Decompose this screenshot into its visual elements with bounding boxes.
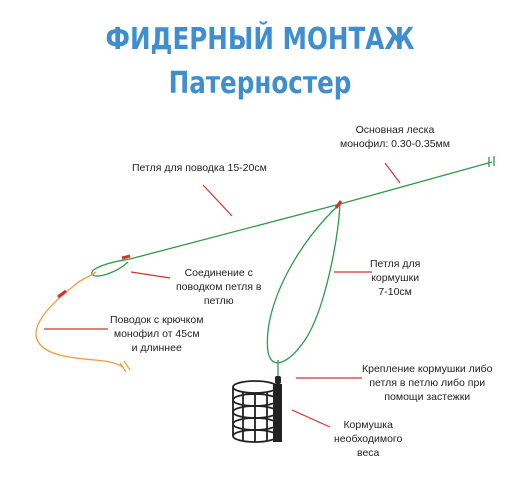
label-feeder-loop: Петля для кормушки 7-10см [370, 257, 420, 299]
label-connection-1: Соединение с [184, 267, 253, 279]
label-mount: Крепление кормушки либо петля в петлю ли… [362, 362, 493, 404]
label-feeder-loop-1: Петля для [370, 258, 421, 270]
pointer-leash-loop [202, 184, 233, 217]
label-connection: Соединение с поводком петля в петлю [176, 266, 261, 308]
label-hook-leash-3: и длиннее [131, 342, 182, 354]
label-feeder: Кормушка необходимого веса [334, 418, 402, 460]
knot-mark-main [334, 200, 343, 209]
label-connection-2: поводком петля в [176, 281, 262, 293]
pointer-main-line [384, 162, 401, 184]
label-mount-3: помощи застежки [384, 391, 471, 403]
leash-knot-mark [57, 289, 67, 299]
diagram-title: ФИДЕРНЫЙ МОНТАЖ [105, 22, 415, 57]
hook-leash [35, 284, 125, 369]
label-hook-leash-2: монофил от 45см [113, 328, 200, 340]
knot-mark-leash [121, 254, 131, 260]
label-feeder-2: необходимого [334, 433, 403, 445]
label-connection-3: петлю [203, 295, 234, 307]
label-main-line-2: монофил: 0.30-0.35мм [340, 138, 450, 150]
feeder-weight [273, 384, 282, 442]
main-line [129, 161, 493, 260]
label-feeder-3: веса [356, 447, 380, 459]
label-feeder-loop-2: кормушки [371, 272, 420, 284]
label-feeder-1: Кормушка [343, 419, 393, 431]
pointer-feeder [291, 409, 331, 428]
label-mount-1: Крепление кормушки либо [362, 363, 493, 375]
feeder-cage [232, 380, 278, 443]
label-leash-loop-1: Петля для поводка 15-20см [132, 162, 267, 174]
hook-end-mark [119, 360, 131, 373]
leash-loop [91, 258, 131, 277]
hook-leash-loop [74, 271, 97, 286]
label-main-line-1: Основная леска [355, 124, 435, 136]
label-mount-2: петля в петлю либо при [369, 377, 486, 389]
label-main-line: Основная леска монофил: 0.30-0.35мм [340, 123, 450, 151]
pointer-connection [130, 271, 171, 279]
main-line-end-mark [488, 156, 495, 167]
label-feeder-loop-3: 7-10см [378, 286, 412, 298]
label-leash-loop: Петля для поводка 15-20см [132, 161, 267, 175]
label-hook-leash-1: Поводок с крючком [110, 314, 204, 326]
feeder-loop [266, 203, 341, 364]
label-hook-leash: Поводок с крючком монофил от 45см и длин… [110, 313, 203, 355]
diagram-subtitle: Патерностер [168, 66, 352, 101]
